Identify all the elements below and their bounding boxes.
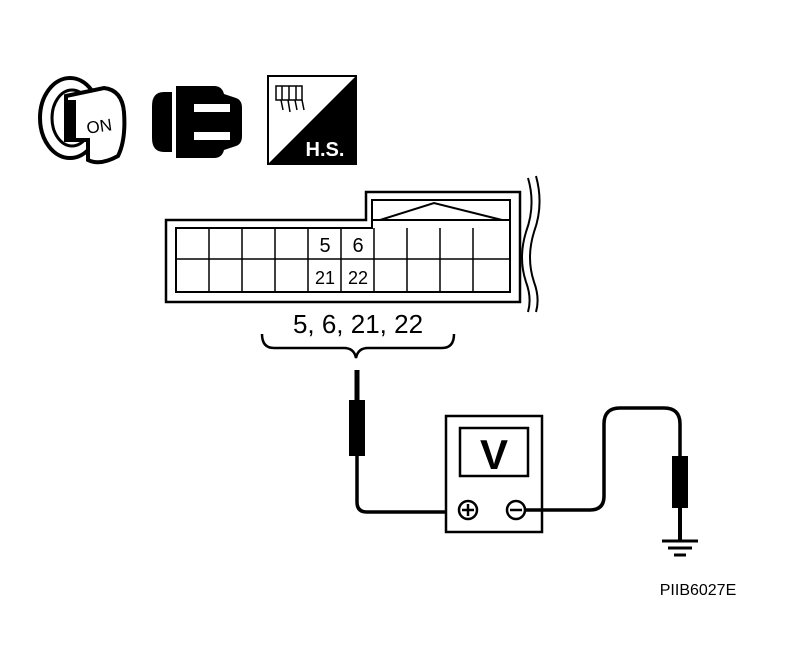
negative-probe [525,406,688,540]
terminal-21-label: 21 [315,268,335,288]
connector-face: 5 6 21 22 [164,175,541,313]
voltmeter: V [444,414,544,534]
negative-terminal-icon [505,499,527,521]
connector-disconnect-icon [152,86,242,158]
positive-terminal-icon [457,499,479,521]
harness-side-label: H.S. [306,139,345,161]
connector-latch [379,201,503,221]
connector-break-line [521,177,533,313]
ignition-on-label: ON [85,115,113,137]
terminal-6-label: 6 [352,235,363,257]
ignition-key-on-icon: ON [38,76,127,165]
figure-code: PIIB6027E [660,582,737,599]
ground-icon [662,539,698,557]
positive-probe [349,370,460,514]
meter-mode-label: V [480,431,508,478]
terminal-5-label: 5 [319,235,330,257]
harness-side-icon: H.S. [267,75,357,165]
terminal-22-label: 22 [348,268,368,288]
connector-pins-icon [275,85,305,113]
terminal-brace [260,333,456,359]
terminal-list-label: 5, 6, 21, 22 [293,309,423,339]
